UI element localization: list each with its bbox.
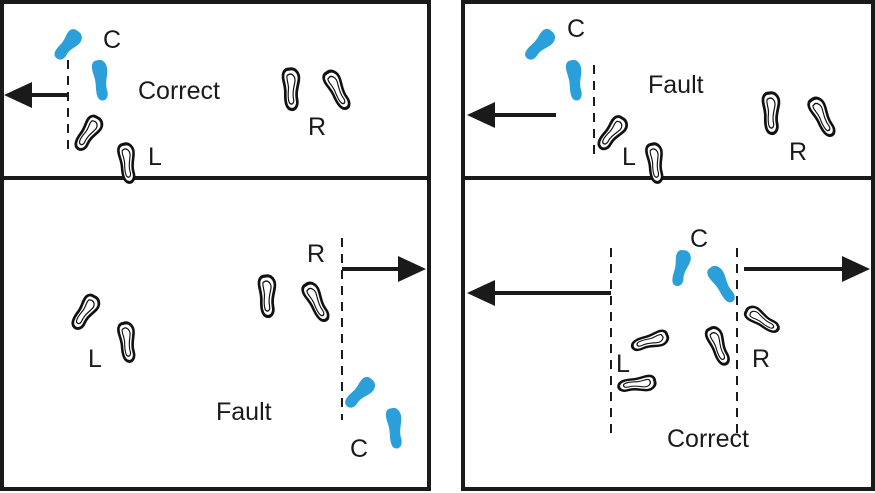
verdict-label: Fault	[648, 71, 704, 99]
verdict-label: Fault	[216, 398, 272, 426]
left-foot-label: L	[148, 143, 162, 171]
left-arrow-icon	[467, 102, 556, 128]
panel-bottom-right-frame	[461, 176, 875, 491]
left-foot-label: L	[616, 350, 630, 378]
left-arrow-icon	[4, 82, 68, 108]
right-foot-label: R	[307, 240, 325, 268]
panel-bottom-left: R L Fault C	[68, 238, 426, 463]
right-foot-label: R	[308, 113, 326, 141]
left-foot-label: L	[622, 143, 636, 171]
verdict-label: Correct	[667, 425, 749, 453]
catcher-label: C	[350, 435, 368, 463]
catcher-label: C	[103, 26, 121, 54]
right-foot-label: R	[752, 345, 770, 373]
verdict-label: Correct	[138, 77, 220, 105]
right-foot-label: R	[789, 138, 807, 166]
panel-bottom-left-frame	[0, 176, 431, 491]
panel-top-right: C Fault L R	[467, 15, 842, 185]
left-foot-label: L	[88, 345, 102, 373]
panel-top-left: C Correct L R	[4, 26, 357, 185]
footprint-icon	[68, 273, 336, 364]
catcher-label: C	[690, 225, 708, 253]
right-arrow-icon	[744, 256, 870, 282]
right-arrow-icon	[342, 256, 426, 282]
catcher-foot-icon	[670, 248, 741, 305]
left-arrow-icon	[467, 280, 611, 306]
panel-bottom-right: C L R Correct	[467, 225, 870, 453]
catcher-label: C	[567, 15, 585, 43]
